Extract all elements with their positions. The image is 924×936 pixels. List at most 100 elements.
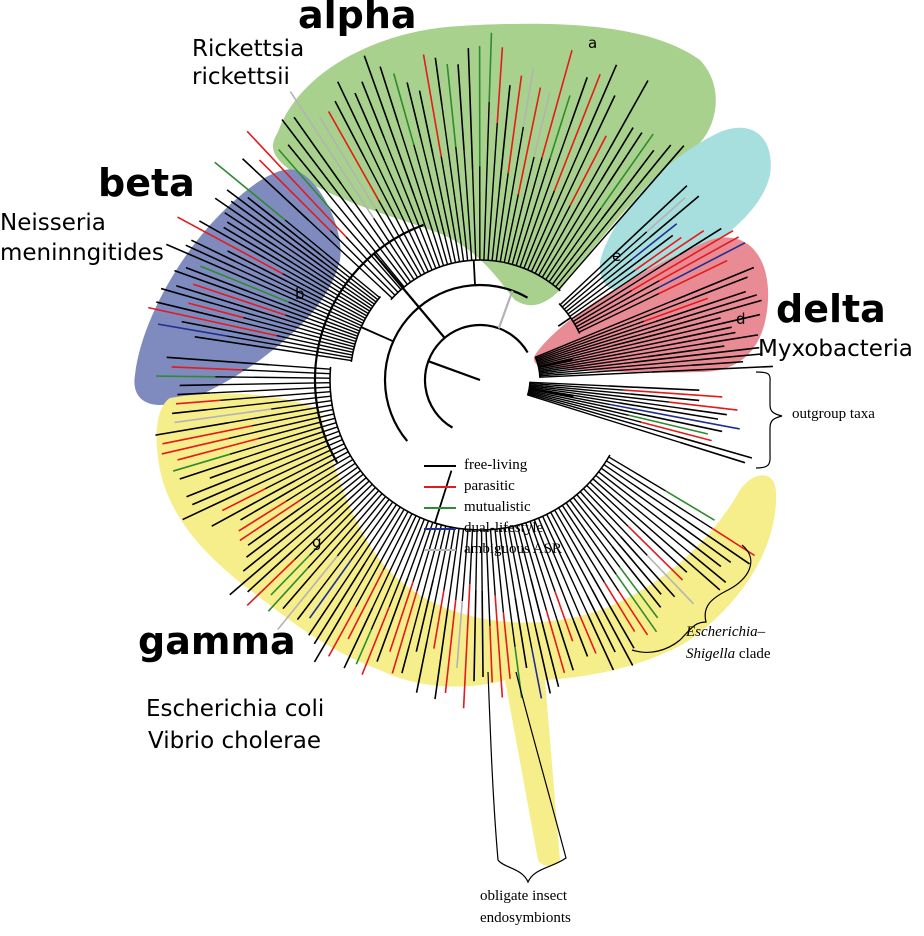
epsilon-branches-arc <box>558 303 581 334</box>
clade-text: clade <box>735 646 771 662</box>
beta-branches-inner <box>284 219 380 299</box>
gamma-species-line2: Vibrio cholerae <box>148 728 321 754</box>
beta-branches-inner <box>275 245 372 310</box>
alpha-branches-inner <box>373 217 415 281</box>
gamma-branches-inner <box>480 529 483 591</box>
annotation-braces <box>487 371 783 884</box>
gamma-clade-letter: g <box>312 533 322 551</box>
gamma-branches-tip <box>247 550 294 593</box>
beta-branches-tip <box>156 301 226 320</box>
gamma-branches-tip <box>347 569 384 640</box>
alpha-branches-inner <box>397 122 445 266</box>
alpha-branches-tip <box>549 95 571 159</box>
gamma-branches-inner <box>461 529 469 602</box>
alpha-branches-tip <box>457 64 465 151</box>
outgroup-branches-inner <box>527 394 681 444</box>
gamma-branches-inner <box>310 493 383 577</box>
gamma-branches-inner <box>340 509 405 617</box>
delta-heading: delta <box>776 287 886 331</box>
beta-branches-tip <box>174 269 237 294</box>
alpha-branches-inner <box>495 173 509 262</box>
alpha-branches-inner <box>523 190 555 269</box>
outgroup-branches-arc <box>526 381 531 396</box>
delta-branches-tip <box>691 276 748 300</box>
epsilon-branches-inner <box>577 286 660 331</box>
delta-branches-inner <box>539 359 699 376</box>
backbone-branch <box>497 290 514 329</box>
gamma-branches-tip <box>494 595 504 698</box>
beta-branches-tip <box>188 302 244 319</box>
gamma-branches-inner <box>299 466 359 510</box>
gamma-branches-inner <box>269 364 331 370</box>
beta-branches-inner <box>266 313 357 343</box>
gamma-branches-inner <box>503 527 516 598</box>
gamma-branches-inner <box>542 515 590 617</box>
gamma-branches-tip <box>534 628 552 694</box>
gamma-branches-tip <box>209 460 256 479</box>
alpha-branches-inner <box>440 156 461 262</box>
alpha-branches-inner <box>432 154 457 263</box>
escherichia-label-line2: Shigella clade <box>686 646 771 663</box>
outgroup-branches-inner <box>529 388 611 406</box>
gamma-branches-inner <box>608 456 666 492</box>
gamma-branches-tip <box>247 507 301 546</box>
alpha-branches-inner <box>558 229 612 290</box>
gamma-branches-tip <box>162 425 253 445</box>
gamma-branches-inner <box>525 522 560 625</box>
beta-branches-inner <box>224 317 354 351</box>
outgroup-branches-inner <box>527 393 677 437</box>
beta-branches-inner <box>288 301 360 332</box>
legend-label: free-living <box>464 457 528 473</box>
gamma-branches-inner <box>485 529 491 627</box>
alpha-branches-inner <box>383 160 433 271</box>
gamma-branches-inner <box>364 506 401 564</box>
gamma-branches-inner <box>583 488 648 556</box>
gamma-branches-inner <box>228 404 333 424</box>
gamma-branches-tip <box>308 560 352 619</box>
gamma-branches-tip <box>361 606 390 676</box>
outgroup-branches-tip <box>641 421 712 442</box>
gamma-branches-inner <box>579 491 622 538</box>
gamma-branches-inner <box>576 494 619 545</box>
gamma-branches-inner <box>314 498 390 598</box>
gamma-branches-tip <box>531 648 543 699</box>
beta-branches-inner <box>323 262 377 303</box>
outgroup-branches-inner <box>529 385 670 403</box>
beta-branches-inner <box>243 316 355 348</box>
beta-branches-inner <box>264 257 368 317</box>
alpha-branches-tip <box>634 144 672 190</box>
alpha-branches-tip <box>434 57 443 106</box>
insect-brace <box>487 671 567 884</box>
beta-branches-inner <box>236 292 358 337</box>
legend-item-dual-lifestyle: dual-lifestyle <box>424 518 562 539</box>
delta-branches-inner <box>539 343 702 372</box>
delta-branches-tip <box>672 326 732 341</box>
gamma-branches-tip <box>615 573 658 633</box>
gamma-branches-inner <box>565 502 617 575</box>
alpha-branches-inner <box>321 186 405 288</box>
outgroup-branches-inner <box>528 389 601 407</box>
delta-branches-tip <box>643 297 708 322</box>
gamma-branches-tip <box>462 583 471 709</box>
beta-branches-tip <box>200 265 289 303</box>
gamma-branches-inner <box>533 519 575 622</box>
epsilon-branches-inner <box>561 231 648 308</box>
gamma-branches-inner <box>388 519 425 608</box>
gamma-branches-tip <box>591 588 634 666</box>
outgroup-branches-tip <box>630 393 700 402</box>
alpha-branches-tip <box>446 63 457 147</box>
beta-branches-tip <box>247 196 322 256</box>
gamma-branches-tip <box>229 549 283 596</box>
alpha-branches-inner <box>548 207 602 283</box>
alpha-branches-inner <box>503 194 520 263</box>
gamma-branches-tip <box>172 408 207 415</box>
epsilon-branches-inner <box>575 280 660 328</box>
gamma-branches-tip <box>662 512 732 564</box>
epsilon-branches-tip <box>631 223 678 260</box>
gamma-branches-tip <box>391 590 418 674</box>
gamma-branches-inner <box>371 515 417 609</box>
gamma-branches-tip <box>401 646 410 674</box>
gamma-branches-tip <box>238 500 287 532</box>
gamma-branches-inner <box>569 499 621 568</box>
beta-branches-inner <box>282 273 366 319</box>
